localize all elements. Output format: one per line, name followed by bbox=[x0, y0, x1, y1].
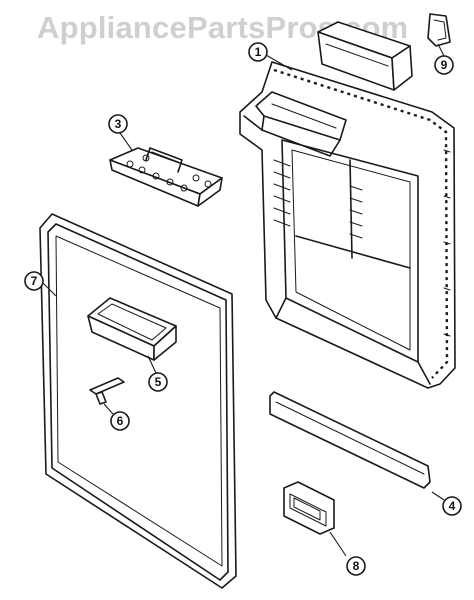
callout-8-label: 8 bbox=[353, 559, 360, 573]
callout-3: 3 bbox=[108, 114, 128, 134]
callout-4-label: 4 bbox=[449, 499, 456, 513]
door-shelf-bar-part bbox=[269, 391, 431, 489]
callout-4: 4 bbox=[442, 496, 462, 516]
callout-6: 6 bbox=[110, 411, 130, 431]
door-bin-part bbox=[87, 297, 177, 361]
callout-5-label: 5 bbox=[155, 375, 162, 389]
dairy-door-part bbox=[427, 13, 451, 47]
callout-9-label: 9 bbox=[441, 58, 448, 72]
door-gasket-part bbox=[39, 213, 237, 589]
callout-3-label: 3 bbox=[115, 117, 122, 131]
dairy-compartment-part bbox=[317, 21, 413, 91]
leader-lines bbox=[41, 43, 445, 557]
callout-1: 1 bbox=[248, 42, 268, 62]
callout-8: 8 bbox=[346, 556, 366, 576]
callout-9: 9 bbox=[434, 55, 454, 75]
callout-7-label: 7 bbox=[31, 274, 38, 288]
door-liner-part bbox=[239, 61, 456, 389]
callout-5: 5 bbox=[148, 372, 168, 392]
callout-6-label: 6 bbox=[117, 414, 124, 428]
ice-tray-part bbox=[109, 147, 223, 207]
callout-1-label: 1 bbox=[255, 45, 262, 59]
bin-clip-part bbox=[89, 377, 125, 405]
callout-7: 7 bbox=[24, 271, 44, 291]
control-housing-part bbox=[283, 481, 335, 535]
